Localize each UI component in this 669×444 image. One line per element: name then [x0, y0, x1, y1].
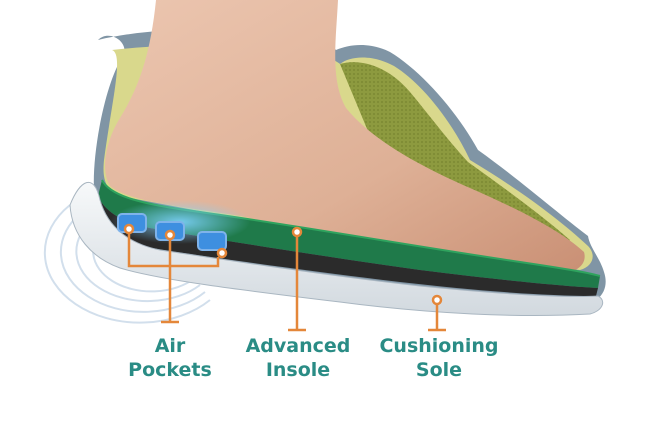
advanced-insole-label-line2: Insole — [236, 358, 360, 382]
advanced-insole-label-line1: Advanced — [236, 334, 360, 358]
air-pockets-label-line2: Pockets — [118, 358, 222, 382]
advanced-insole-label: Advanced Insole — [236, 334, 360, 382]
air-pockets-label-line1: Air — [118, 334, 222, 358]
air-pocket-3 — [198, 232, 226, 250]
air-pockets-label: Air Pockets — [118, 334, 222, 382]
cushioning-sole-label-line1: Cushioning — [374, 334, 504, 358]
cushioning-sole-label-line2: Sole — [374, 358, 504, 382]
cushioning-sole-label: Cushioning Sole — [374, 334, 504, 382]
